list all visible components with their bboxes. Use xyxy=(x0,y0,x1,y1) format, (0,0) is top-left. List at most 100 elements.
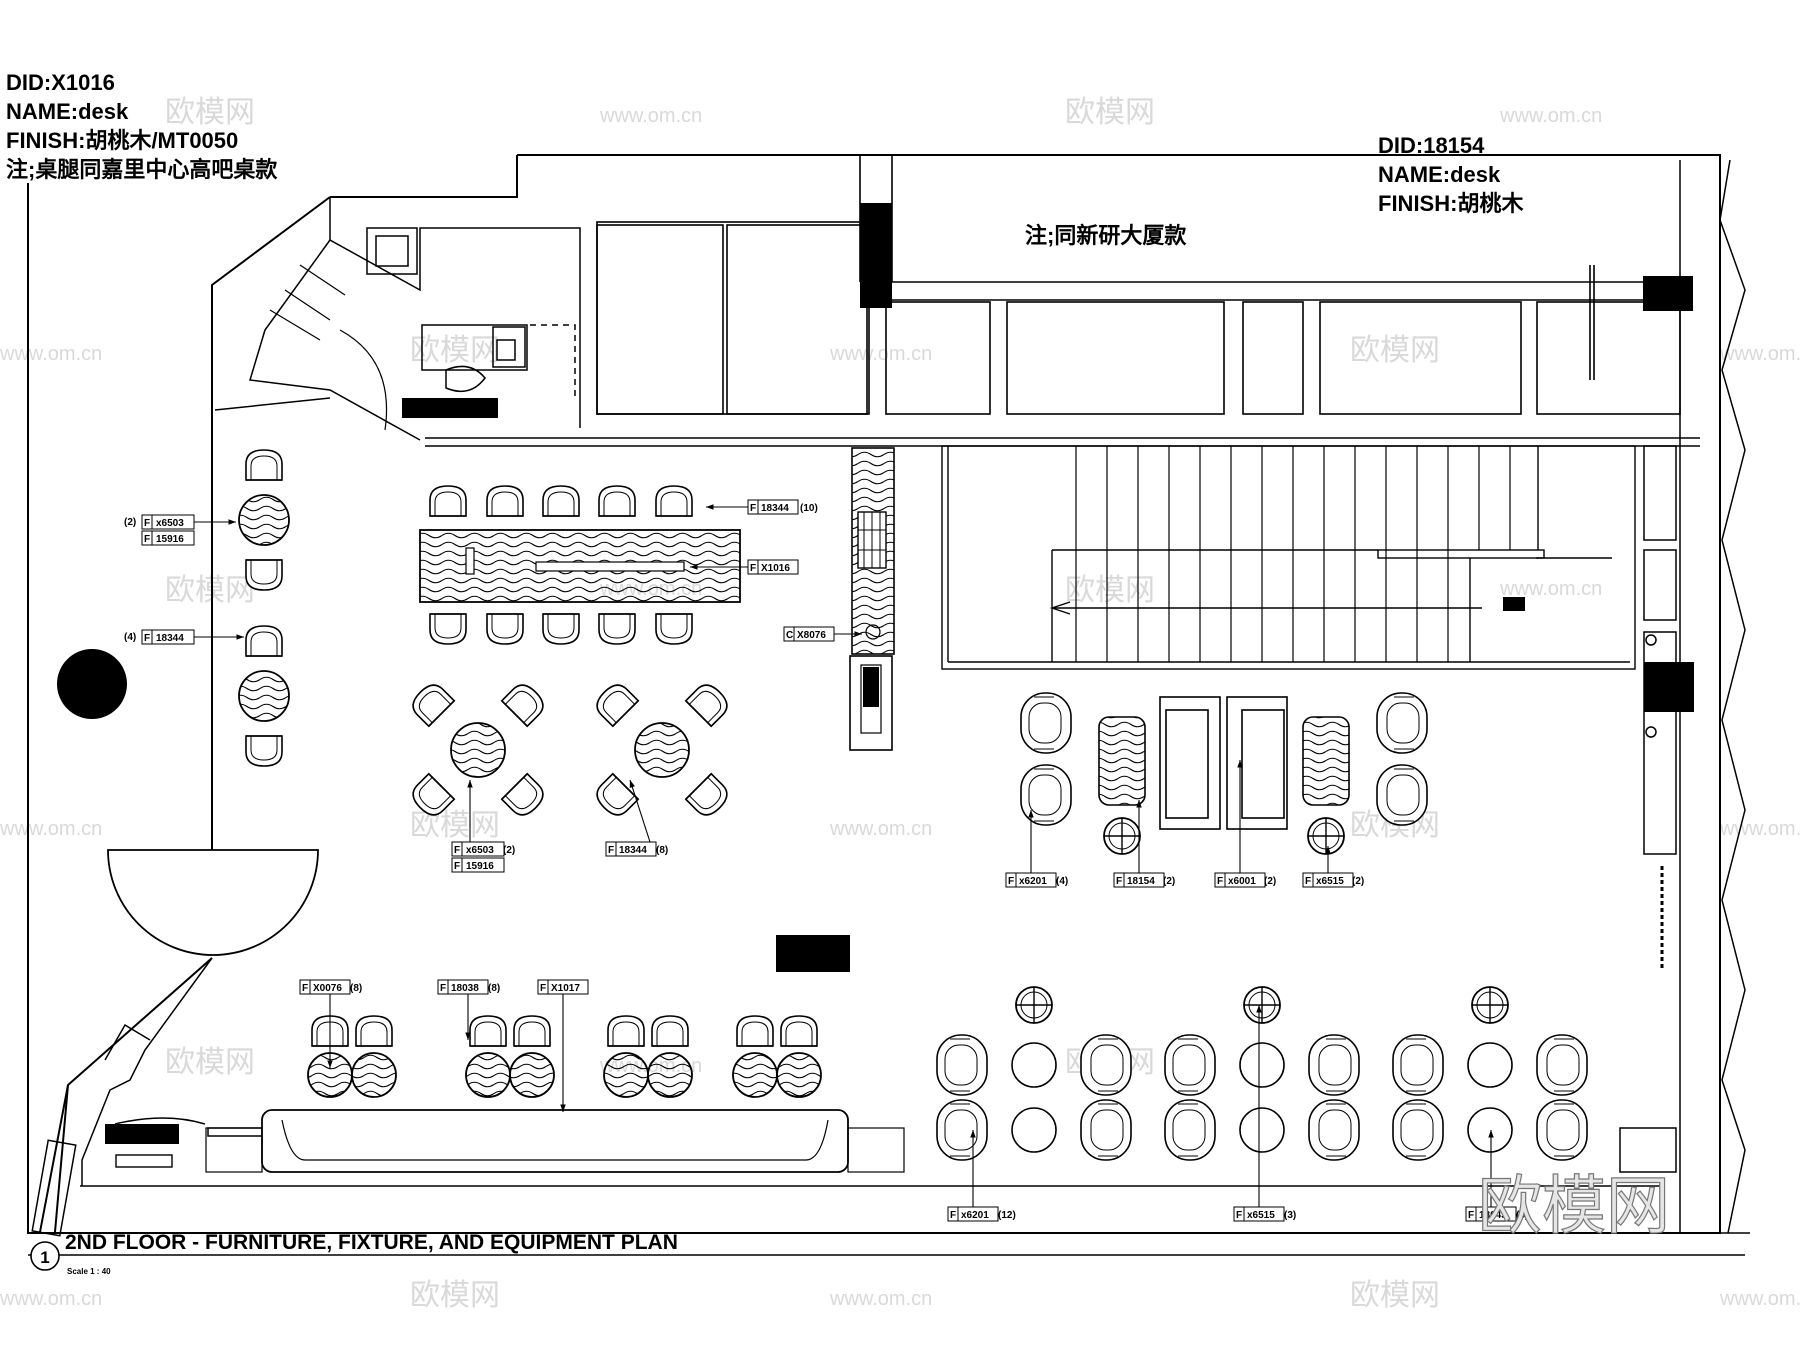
round-table xyxy=(1239,1107,1285,1153)
structural-column xyxy=(1643,276,1693,311)
note-left-finish: FINISH:胡桃木/MT0050 xyxy=(6,128,239,153)
drawing-scale: Scale 1 : 40 xyxy=(67,1267,111,1276)
dining-armchair xyxy=(1164,1099,1216,1161)
structural-column xyxy=(860,203,892,308)
svg-text:(4): (4) xyxy=(124,632,136,643)
watermark-text: 欧模网 xyxy=(410,809,500,842)
watermark-url: www.om.cn xyxy=(1499,105,1602,127)
watermark-url: www.om.cn xyxy=(0,343,102,365)
equipment-block xyxy=(1503,597,1525,611)
armchair xyxy=(500,772,550,822)
leader-arrow xyxy=(1256,1005,1262,1013)
leader-arrow xyxy=(970,1130,976,1138)
leader-arrow xyxy=(467,780,473,788)
svg-text:15916: 15916 xyxy=(156,534,184,545)
svg-text:F: F xyxy=(144,633,150,644)
svg-text:(12): (12) xyxy=(998,1210,1016,1221)
svg-text:(2): (2) xyxy=(1352,876,1364,887)
title-block: 1 2ND FLOOR - FURNITURE, FIXTURE, AND EQ… xyxy=(30,1231,678,1276)
watermark-text: 欧模网 xyxy=(410,1279,500,1312)
watermark-text: 欧模网 xyxy=(165,1046,255,1079)
round-table xyxy=(634,722,690,778)
dining-chair xyxy=(542,613,580,645)
note-right-name: NAME:desk xyxy=(1378,162,1501,187)
leader-arrow xyxy=(327,1060,333,1068)
right-service xyxy=(1619,445,1677,1173)
svg-text:18038: 18038 xyxy=(451,983,479,994)
note-left-remark: 注;桌腿同嘉里中心高吧桌款 xyxy=(6,157,278,182)
svg-text:18344: 18344 xyxy=(761,503,789,514)
column-round xyxy=(57,649,127,719)
svg-text:X0076: X0076 xyxy=(313,983,342,994)
armchair xyxy=(406,678,456,728)
svg-text:F: F xyxy=(1305,876,1311,887)
dining-chair xyxy=(607,1015,645,1047)
watermark-text: 欧模网 xyxy=(165,96,255,129)
round-table xyxy=(509,1052,555,1098)
dining-armchair xyxy=(936,1099,988,1161)
leader-arrow xyxy=(560,1104,566,1112)
svg-text:(4): (4) xyxy=(1056,876,1068,887)
watermark-url: www.om.cn xyxy=(1719,818,1800,840)
leader-arrow xyxy=(1028,810,1034,818)
round-table xyxy=(465,1052,511,1098)
lounge-chair xyxy=(1020,764,1072,826)
entry-door xyxy=(107,810,319,956)
round-table xyxy=(603,1052,649,1098)
side-table xyxy=(1103,817,1141,855)
coffee-table xyxy=(1098,716,1146,806)
svg-text:F: F xyxy=(1116,876,1122,887)
dining-chair xyxy=(429,613,467,645)
round-table xyxy=(351,1052,397,1098)
svg-text:18344: 18344 xyxy=(156,633,184,644)
svg-text:F: F xyxy=(440,983,446,994)
svg-text:(3): (3) xyxy=(1516,1210,1528,1221)
watermark-url: www.om.cn xyxy=(1499,578,1602,600)
armchair xyxy=(590,678,640,728)
armchair xyxy=(500,678,550,728)
svg-text:F: F xyxy=(750,503,756,514)
furniture-layer xyxy=(238,449,1588,1161)
round-table xyxy=(1011,1042,1057,1088)
structural-column xyxy=(1644,662,1694,712)
svg-text:x6515: x6515 xyxy=(1316,876,1344,887)
tag-18344-left: (4) F 18344 xyxy=(124,629,195,645)
svg-text:C: C xyxy=(786,630,793,641)
watermark-url: www.om.cn xyxy=(0,818,102,840)
equipment-block xyxy=(776,935,850,972)
svg-text:F: F xyxy=(454,861,460,872)
pendant-light xyxy=(1471,986,1509,1024)
leader-arrow xyxy=(854,631,862,637)
svg-text:x6515: x6515 xyxy=(1247,1210,1275,1221)
watermark-url: www.om.cn xyxy=(599,105,702,127)
svg-text:x6503: x6503 xyxy=(466,845,494,856)
leader-arrow xyxy=(690,564,698,570)
svg-text:(8): (8) xyxy=(656,845,668,856)
leader-arrow xyxy=(706,504,714,510)
stair-treads xyxy=(1075,446,1511,662)
armchair xyxy=(590,772,640,822)
dining-chair xyxy=(486,613,524,645)
reception-counter xyxy=(115,1154,173,1168)
leader-arrow xyxy=(629,780,635,788)
lounge-chair xyxy=(1020,692,1072,754)
svg-text:18043: 18043 xyxy=(1479,1210,1507,1221)
watermark-text: 欧模网 xyxy=(410,334,500,367)
round-table xyxy=(450,722,506,778)
svg-text:F: F xyxy=(1217,876,1223,887)
watermark-text: 欧模网 xyxy=(1350,334,1440,367)
svg-text:(2): (2) xyxy=(1163,876,1175,887)
